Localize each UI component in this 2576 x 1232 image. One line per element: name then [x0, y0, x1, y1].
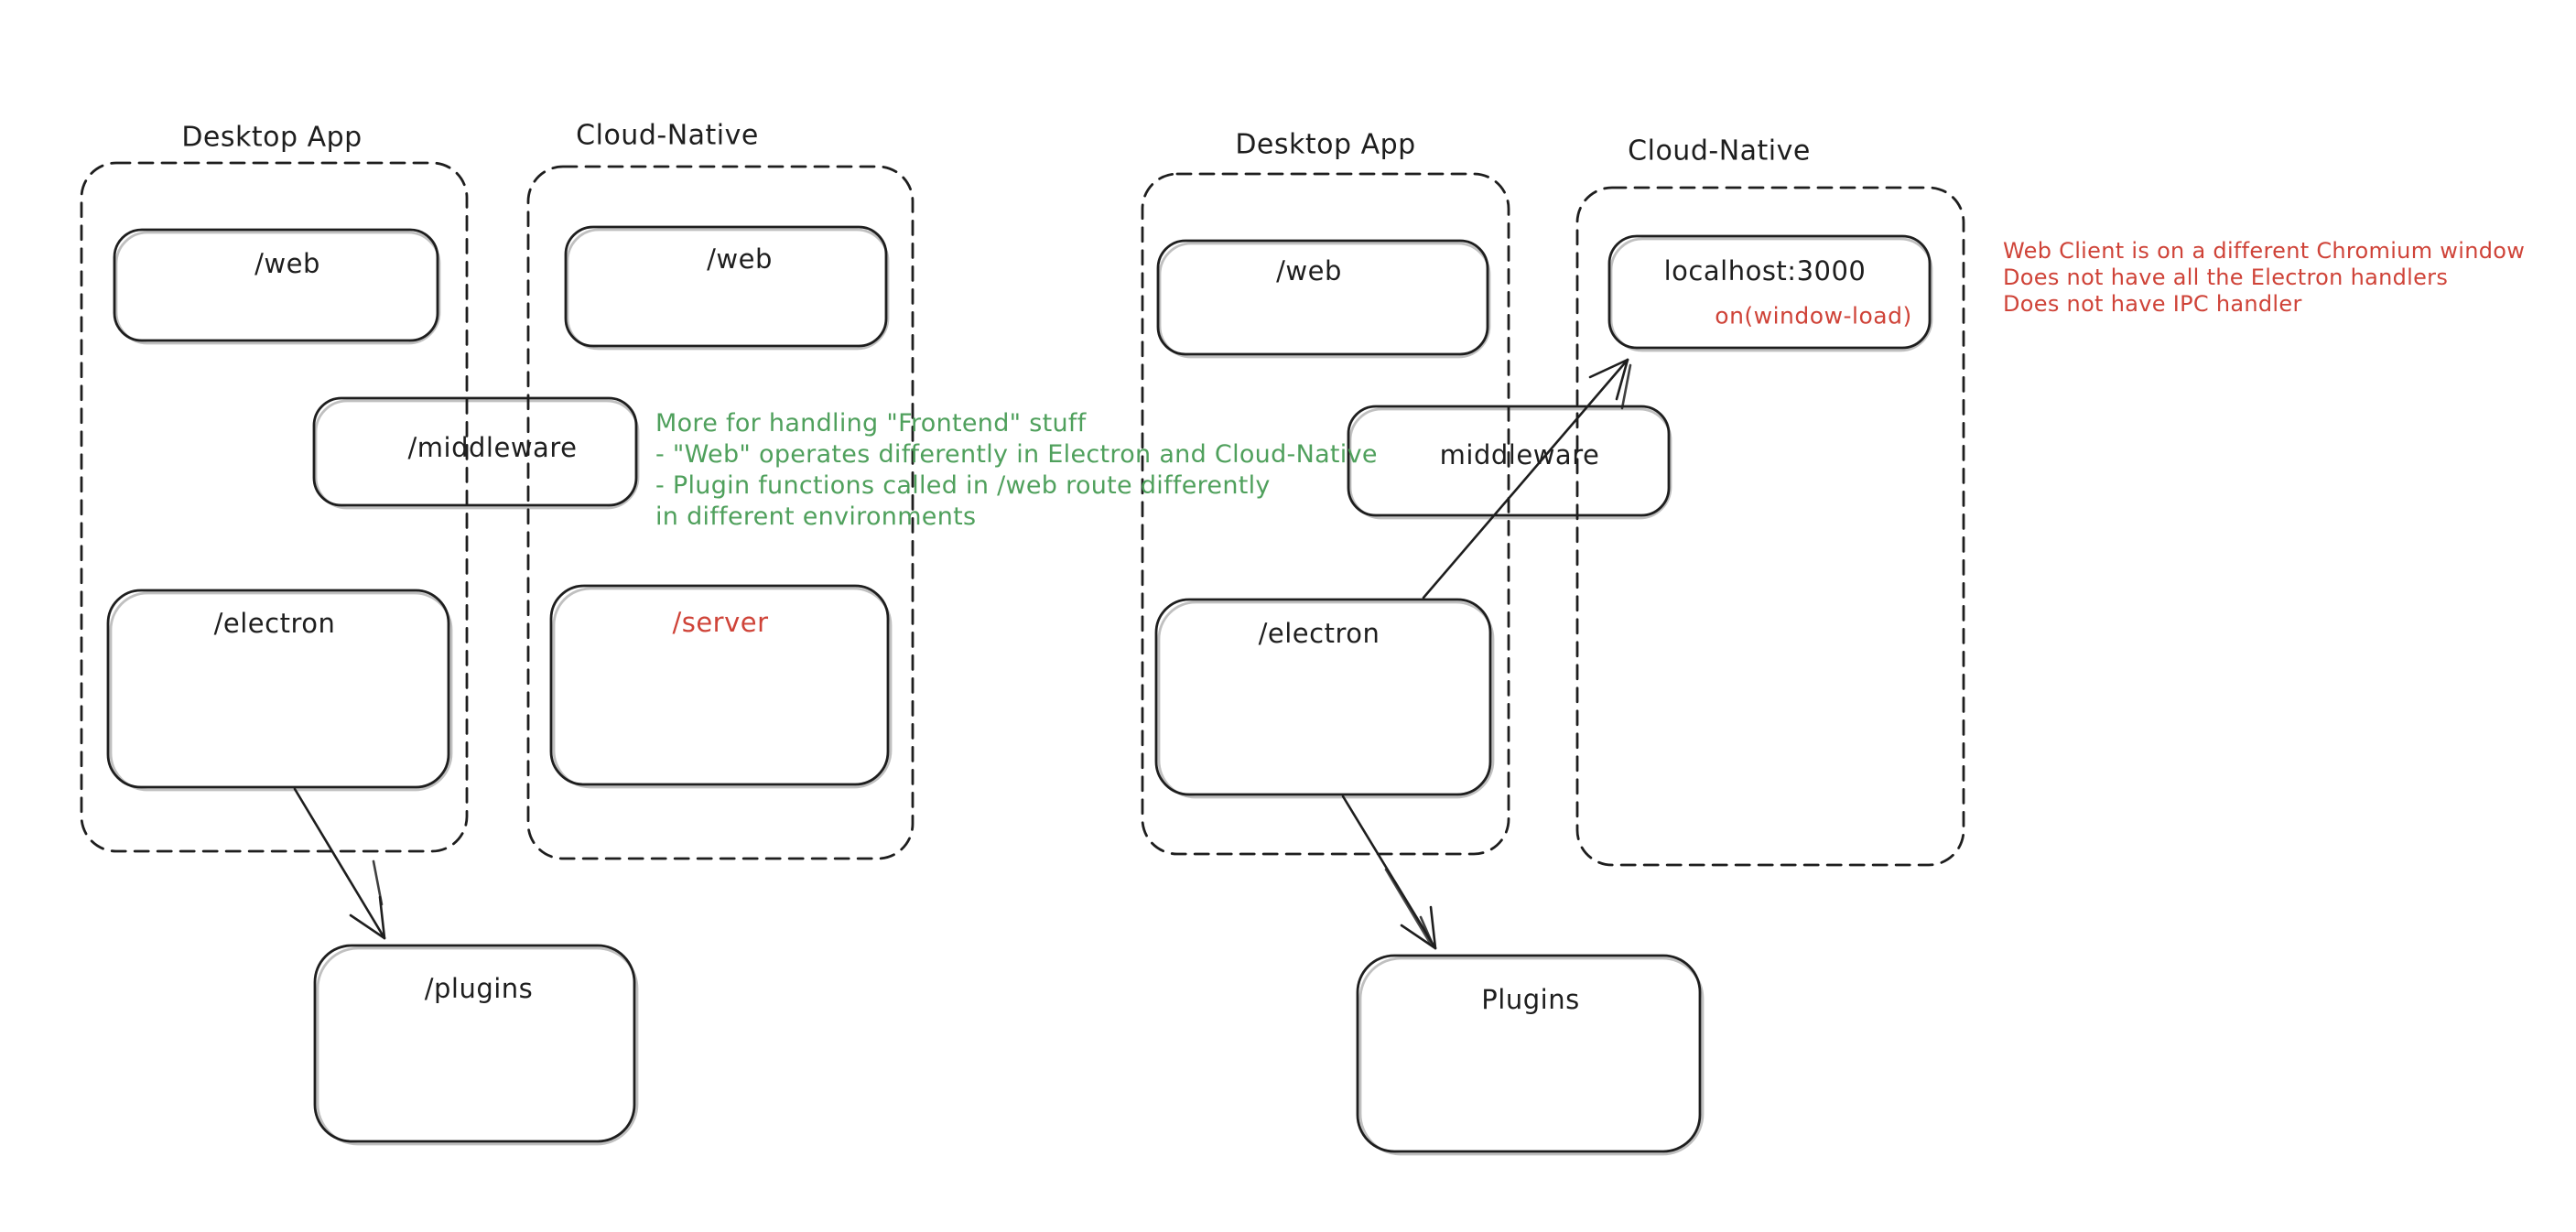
label-web-left-desktop[interactable]: /web: [254, 248, 320, 279]
container-desktop-app-right[interactable]: [1141, 172, 1510, 856]
box-localhost[interactable]: [1607, 234, 1932, 350]
note-frontend-line4: in different environments: [655, 503, 977, 531]
group-label-desktop-app-right[interactable]: Desktop App: [1235, 128, 1416, 161]
label-localhost[interactable]: localhost:3000: [1663, 255, 1867, 286]
box-server[interactable]: [549, 584, 890, 786]
group-label-cloud-native-right[interactable]: Cloud-Native: [1628, 135, 1811, 168]
note-frontend-green[interactable]: More for handling "Frontend" stuff - "We…: [655, 408, 1378, 533]
label-electron-right[interactable]: /electron: [1258, 618, 1380, 649]
box-electron-right[interactable]: [1154, 598, 1492, 796]
label-web-left-cloud[interactable]: /web: [707, 243, 773, 275]
box-server-sketch: [552, 587, 893, 789]
note-web-client-red[interactable]: Web Client is on a different Chromium wi…: [2003, 238, 2525, 318]
box-middleware-left-sketch: [314, 399, 640, 510]
box-middleware-right-sketch: [1348, 407, 1672, 520]
note-web-client-line2: Does not have all the Electron handlers: [2003, 265, 2449, 290]
label-plugins-right[interactable]: Plugins: [1481, 984, 1580, 1015]
container-cloud-native-right[interactable]: [1575, 186, 1965, 867]
box-plugins-right-sketch: [1358, 956, 1705, 1156]
arrow-electron-to-plugins-right[interactable]: [1341, 794, 1437, 950]
label-server[interactable]: /server: [672, 607, 769, 638]
label-middleware-right[interactable]: middleware: [1439, 439, 1600, 470]
group-label-desktop-app-left[interactable]: Desktop App: [181, 121, 363, 154]
box-plugins-left-sketch: [316, 946, 639, 1146]
box-plugins-right[interactable]: [1356, 954, 1702, 1153]
container-desktop-app-left[interactable]: [80, 161, 469, 853]
label-electron-left[interactable]: /electron: [213, 608, 336, 639]
box-electron-left-sketch: [109, 591, 453, 792]
note-frontend-line1: More for handling "Frontend" stuff: [655, 409, 1087, 438]
box-web-right-sketch: [1158, 242, 1491, 359]
box-web-left-desktop-sketch: [114, 231, 441, 345]
group-label-cloud-native-left[interactable]: Cloud-Native: [576, 119, 759, 152]
box-web-left-desktop[interactable]: [113, 228, 439, 342]
label-web-right[interactable]: /web: [1276, 255, 1342, 286]
label-on-window-load[interactable]: on(window-load): [1715, 302, 1912, 330]
container-cloud-native-left[interactable]: [526, 165, 915, 860]
note-frontend-line3: - Plugin functions called in /web route …: [655, 471, 1271, 500]
box-electron-right-sketch: [1157, 600, 1495, 799]
box-plugins-left[interactable]: [313, 944, 636, 1143]
box-web-right[interactable]: [1156, 239, 1489, 356]
box-electron-left[interactable]: [106, 589, 450, 789]
box-localhost-sketch: [1609, 237, 1933, 352]
note-web-client-line1: Web Client is on a different Chromium wi…: [2003, 238, 2526, 264]
box-middleware-left[interactable]: [312, 396, 638, 507]
label-middleware-left[interactable]: /middleware: [407, 432, 578, 463]
box-middleware-right[interactable]: [1347, 405, 1671, 517]
box-web-left-cloud-sketch: [566, 228, 890, 351]
note-frontend-line2: - "Web" operates differently in Electron…: [655, 440, 1378, 469]
arrow-electron-to-localhost[interactable]: [1422, 358, 1632, 600]
label-plugins-left[interactable]: /plugins: [424, 973, 534, 1004]
arrow-electron-to-plugins-left[interactable]: [293, 787, 386, 940]
box-web-left-cloud[interactable]: [564, 225, 888, 348]
note-web-client-line3: Does not have IPC handler: [2003, 291, 2302, 317]
